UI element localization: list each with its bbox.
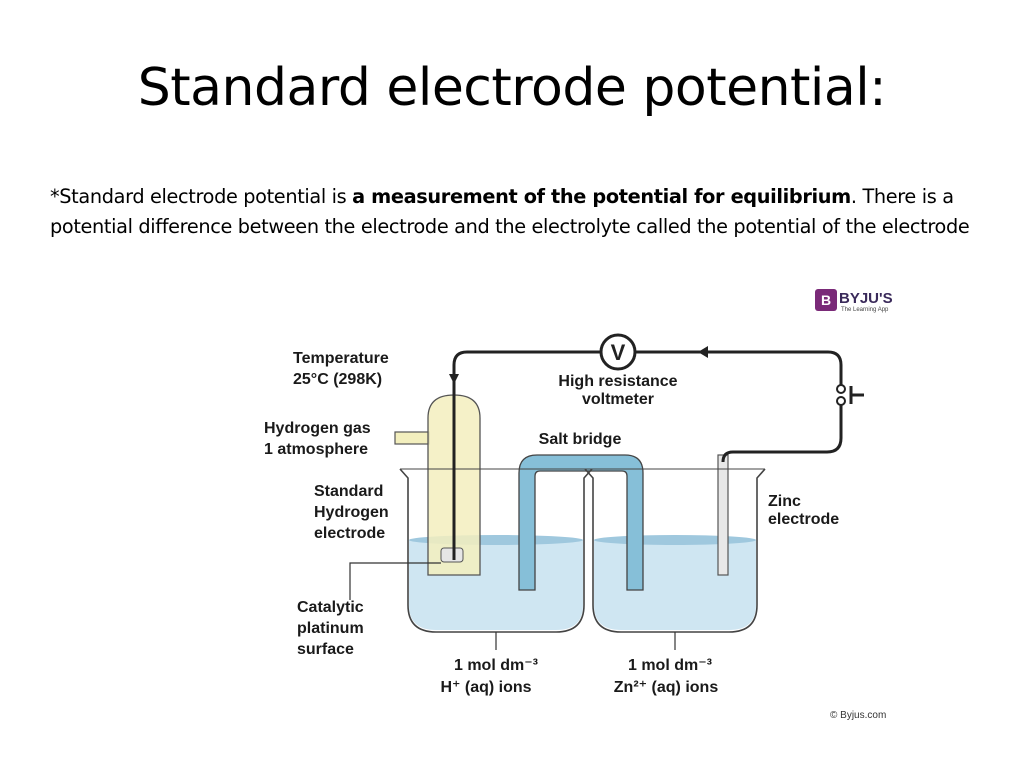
body-paragraph: *Standard electrode potential is a measu… <box>50 182 980 242</box>
label-left-concentration: 1 mol dm⁻³ <box>454 657 538 674</box>
paragraph-rest: . There is a potential difference betwee… <box>50 185 970 238</box>
slide-title: Standard electrode potential: <box>137 58 887 118</box>
label-left-ions: H⁺ (aq) ions <box>440 679 531 696</box>
label-platinum: platinum <box>297 620 364 637</box>
zinc-electrode <box>717 454 729 576</box>
brand-name: BYJU'S <box>839 290 893 307</box>
label-temperature: Temperature <box>293 350 389 367</box>
voltmeter-icon: V <box>599 333 637 371</box>
platinum-electrode <box>440 547 464 563</box>
label-right-ions: Zn²⁺ (aq) ions <box>614 679 719 696</box>
label-temperature-value: 25°C (298K) <box>293 371 382 388</box>
label-electrode: electrode <box>314 525 385 542</box>
brand-logo-letter: B <box>821 292 831 308</box>
label-voltmeter-2: voltmeter <box>582 391 654 408</box>
label-right-concentration: 1 mol dm⁻³ <box>628 657 712 674</box>
label-catalytic: Catalytic <box>297 599 364 616</box>
label-voltmeter: High resistance <box>558 373 677 390</box>
switch-icon <box>836 384 864 406</box>
right-solution <box>594 535 756 630</box>
label-hydrogen: Hydrogen <box>314 504 389 521</box>
label-zinc-electrode: electrode <box>768 511 839 528</box>
voltmeter-symbol: V <box>611 340 626 365</box>
label-surface: surface <box>297 641 354 658</box>
brand-logo-icon <box>815 289 837 311</box>
paragraph-emphasis: a measurement of the potential for equil… <box>352 185 851 208</box>
label-zinc: Zinc <box>768 493 801 510</box>
leader-lines <box>349 562 676 650</box>
label-standard: Standard <box>314 483 383 500</box>
label-hydrogen-pressure: 1 atmosphere <box>264 441 368 458</box>
paragraph-intro: *Standard electrode potential is <box>50 185 353 208</box>
brand-tagline: The Learning App <box>841 307 889 313</box>
label-hydrogen-gas: Hydrogen gas <box>264 420 371 437</box>
brand-logo: B BYJU'S The Learning App <box>815 289 893 313</box>
label-salt-bridge: Salt bridge <box>539 431 622 448</box>
circuit-wire <box>452 350 843 560</box>
copyright: © Byjus.com <box>830 710 886 721</box>
